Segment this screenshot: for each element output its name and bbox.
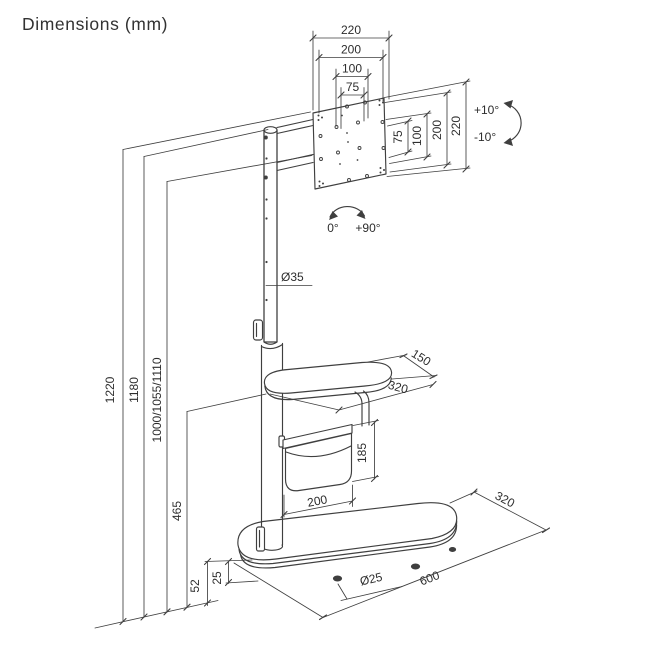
dim-pole-diameter: Ø35 (281, 270, 304, 284)
dim-swivel-start: 0° (327, 221, 339, 235)
dim-height-pole: 1180 (127, 377, 141, 403)
pole-diameter-callout: Ø35 (265, 270, 313, 286)
dim-tilt-up: +10° (474, 103, 499, 117)
dim-vesa-width-220: 220 (341, 23, 361, 37)
dim-vesa-height-220: 220 (449, 116, 463, 136)
dim-height-shelf: 465 (170, 501, 184, 521)
dim-tilt-down: -10° (474, 130, 496, 144)
mount-arms (276, 118, 314, 172)
dim-basket-width: 200 (306, 492, 329, 510)
dim-shelf-depth: 150 (409, 346, 434, 369)
dim-vesa-height-200: 200 (430, 120, 444, 140)
vesa-plate (312, 97, 387, 190)
dim-caster-diameter: Ø25 (358, 570, 384, 589)
dim-vesa-height-75: 75 (391, 130, 405, 144)
tilt-indicator: +10° -10° (474, 100, 522, 146)
caster-front (332, 575, 343, 582)
pole (252, 126, 284, 552)
caster-diameter-callout: Ø25 (337, 570, 403, 601)
base-clamp (255, 526, 266, 552)
dim-height-total: 1220 (103, 376, 117, 403)
dim-shelf-width: 320 (387, 378, 410, 397)
height-dimensions: 1220 1180 1000/1055/1110 465 (94, 111, 313, 629)
dim-basket-height: 185 (355, 443, 369, 463)
dim-base-plate-thickness: 25 (210, 571, 224, 585)
dim-base-length: 600 (418, 568, 442, 588)
dim-base-height: 52 (188, 579, 202, 593)
caster-middle (410, 563, 421, 570)
dim-height-settings: 1000/1055/1110 (150, 357, 164, 442)
dim-base-depth: 320 (493, 489, 518, 511)
base-height-dimensions: 52 25 (188, 557, 259, 607)
dim-vesa-width-75: 75 (346, 80, 360, 94)
swivel-indicator: 0° +90° (327, 206, 381, 235)
vesa-height-dimensions: 75 100 200 220 (384, 78, 471, 177)
dim-vesa-width-200: 200 (341, 43, 361, 57)
vesa-width-dimensions: 220 200 100 75 (309, 23, 393, 129)
tilt-arrow-arc (505, 103, 522, 143)
basket (278, 423, 353, 492)
dim-swivel-end: +90° (355, 221, 380, 235)
caster-right (448, 547, 457, 552)
dim-vesa-height-100: 100 (410, 126, 424, 146)
basket-dimensions: 185 200 (280, 418, 379, 519)
shelf (263, 361, 393, 427)
shelf-dimensions: 150 320 (269, 346, 438, 414)
page-title: Dimensions (mm) (22, 14, 169, 34)
base-plate (237, 502, 458, 582)
pole-clamp (252, 319, 264, 341)
dim-vesa-width-100: 100 (342, 62, 362, 76)
base-footprint-dimensions: 600 320 (233, 488, 551, 621)
